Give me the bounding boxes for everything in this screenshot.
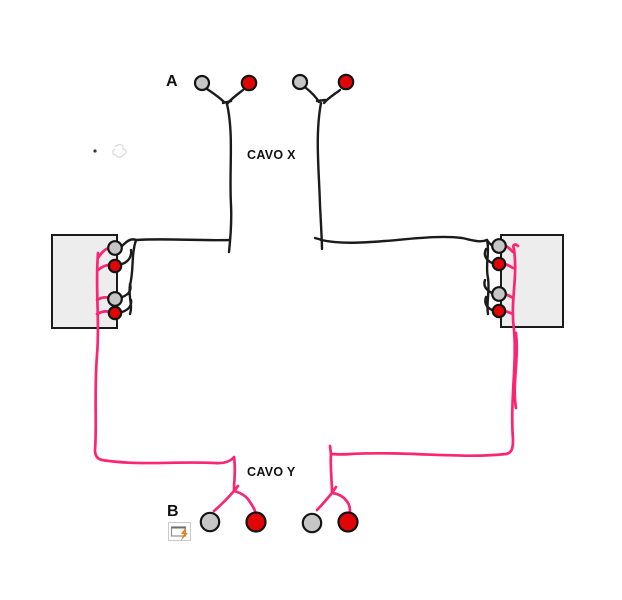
right-box-terminals bbox=[491, 238, 507, 319]
cable-x-left-leg-gray bbox=[205, 87, 226, 104]
cable-x-right-junction-tick bbox=[315, 98, 327, 103]
terminal-red-right-1 bbox=[491, 256, 507, 272]
terminal-gray-left-1 bbox=[107, 240, 123, 256]
cable-y-left-leg-red bbox=[232, 489, 257, 513]
terminal-gray-a2 bbox=[291, 73, 309, 91]
cable-x-left-junction-tick bbox=[221, 99, 233, 105]
terminal-gray-left-2 bbox=[107, 291, 123, 307]
cable-y-label: CAVO Y bbox=[247, 465, 296, 479]
cable-x-right-horizontal bbox=[319, 235, 489, 244]
cable-y-right-leg-gray bbox=[315, 491, 334, 512]
paste-options-bolt-icon bbox=[180, 527, 188, 541]
stray-marks bbox=[93, 143, 127, 158]
cable-y-wires bbox=[93, 243, 520, 514]
cable-x-left-hook-3 bbox=[120, 282, 132, 299]
terminal-gray-b1 bbox=[199, 511, 221, 533]
terminal-gray-a1 bbox=[193, 74, 211, 92]
cable-x-right-hook-3 bbox=[483, 278, 494, 295]
terminal-red-left-2 bbox=[107, 305, 123, 321]
left-box-terminals bbox=[107, 240, 123, 321]
cable-y-right-corner-tick bbox=[328, 444, 333, 456]
cable-x-left-hook-1 bbox=[120, 238, 138, 248]
cable-x-left-vertical bbox=[225, 102, 233, 254]
connector-b-terminals bbox=[199, 511, 359, 534]
cable-y-right-leg-red bbox=[330, 491, 352, 514]
faint-squiggle bbox=[112, 143, 127, 158]
cable-x-wires bbox=[120, 86, 495, 316]
connector-a-label: A bbox=[166, 73, 178, 90]
connector-b-label: B bbox=[167, 503, 179, 520]
connector-a-terminals bbox=[193, 73, 355, 92]
terminal-red-b2 bbox=[337, 511, 359, 533]
cable-y-left-run bbox=[93, 251, 237, 493]
cable-x-right-leg-red bbox=[322, 88, 342, 105]
cable-x-right-vertical bbox=[316, 101, 324, 251]
terminal-gray-b2 bbox=[301, 512, 323, 534]
cable-x-left-hook-4 bbox=[120, 298, 133, 314]
cable-x-right-bus bbox=[485, 238, 490, 316]
cable-x-label: CAVO X bbox=[247, 148, 296, 162]
terminal-gray-right-1 bbox=[491, 238, 507, 254]
cable-x-right-hook-4 bbox=[484, 295, 494, 312]
cable-x-right-hook-2 bbox=[483, 247, 494, 265]
cable-y-left-leg-gray bbox=[212, 489, 236, 513]
terminal-red-a2 bbox=[337, 73, 355, 91]
cable-x-left-horizontal bbox=[134, 238, 231, 242]
terminal-red-left-1 bbox=[107, 258, 123, 274]
cable-x-left-hook-2 bbox=[120, 248, 133, 266]
terminal-gray-right-2 bbox=[491, 286, 507, 302]
paste-options-icon[interactable] bbox=[168, 522, 191, 542]
cable-y-right-double-strand bbox=[513, 331, 519, 410]
terminal-red-b1 bbox=[245, 511, 267, 533]
terminal-red-a1 bbox=[240, 74, 258, 92]
terminal-red-right-2 bbox=[491, 303, 507, 319]
stray-dot bbox=[93, 149, 97, 153]
